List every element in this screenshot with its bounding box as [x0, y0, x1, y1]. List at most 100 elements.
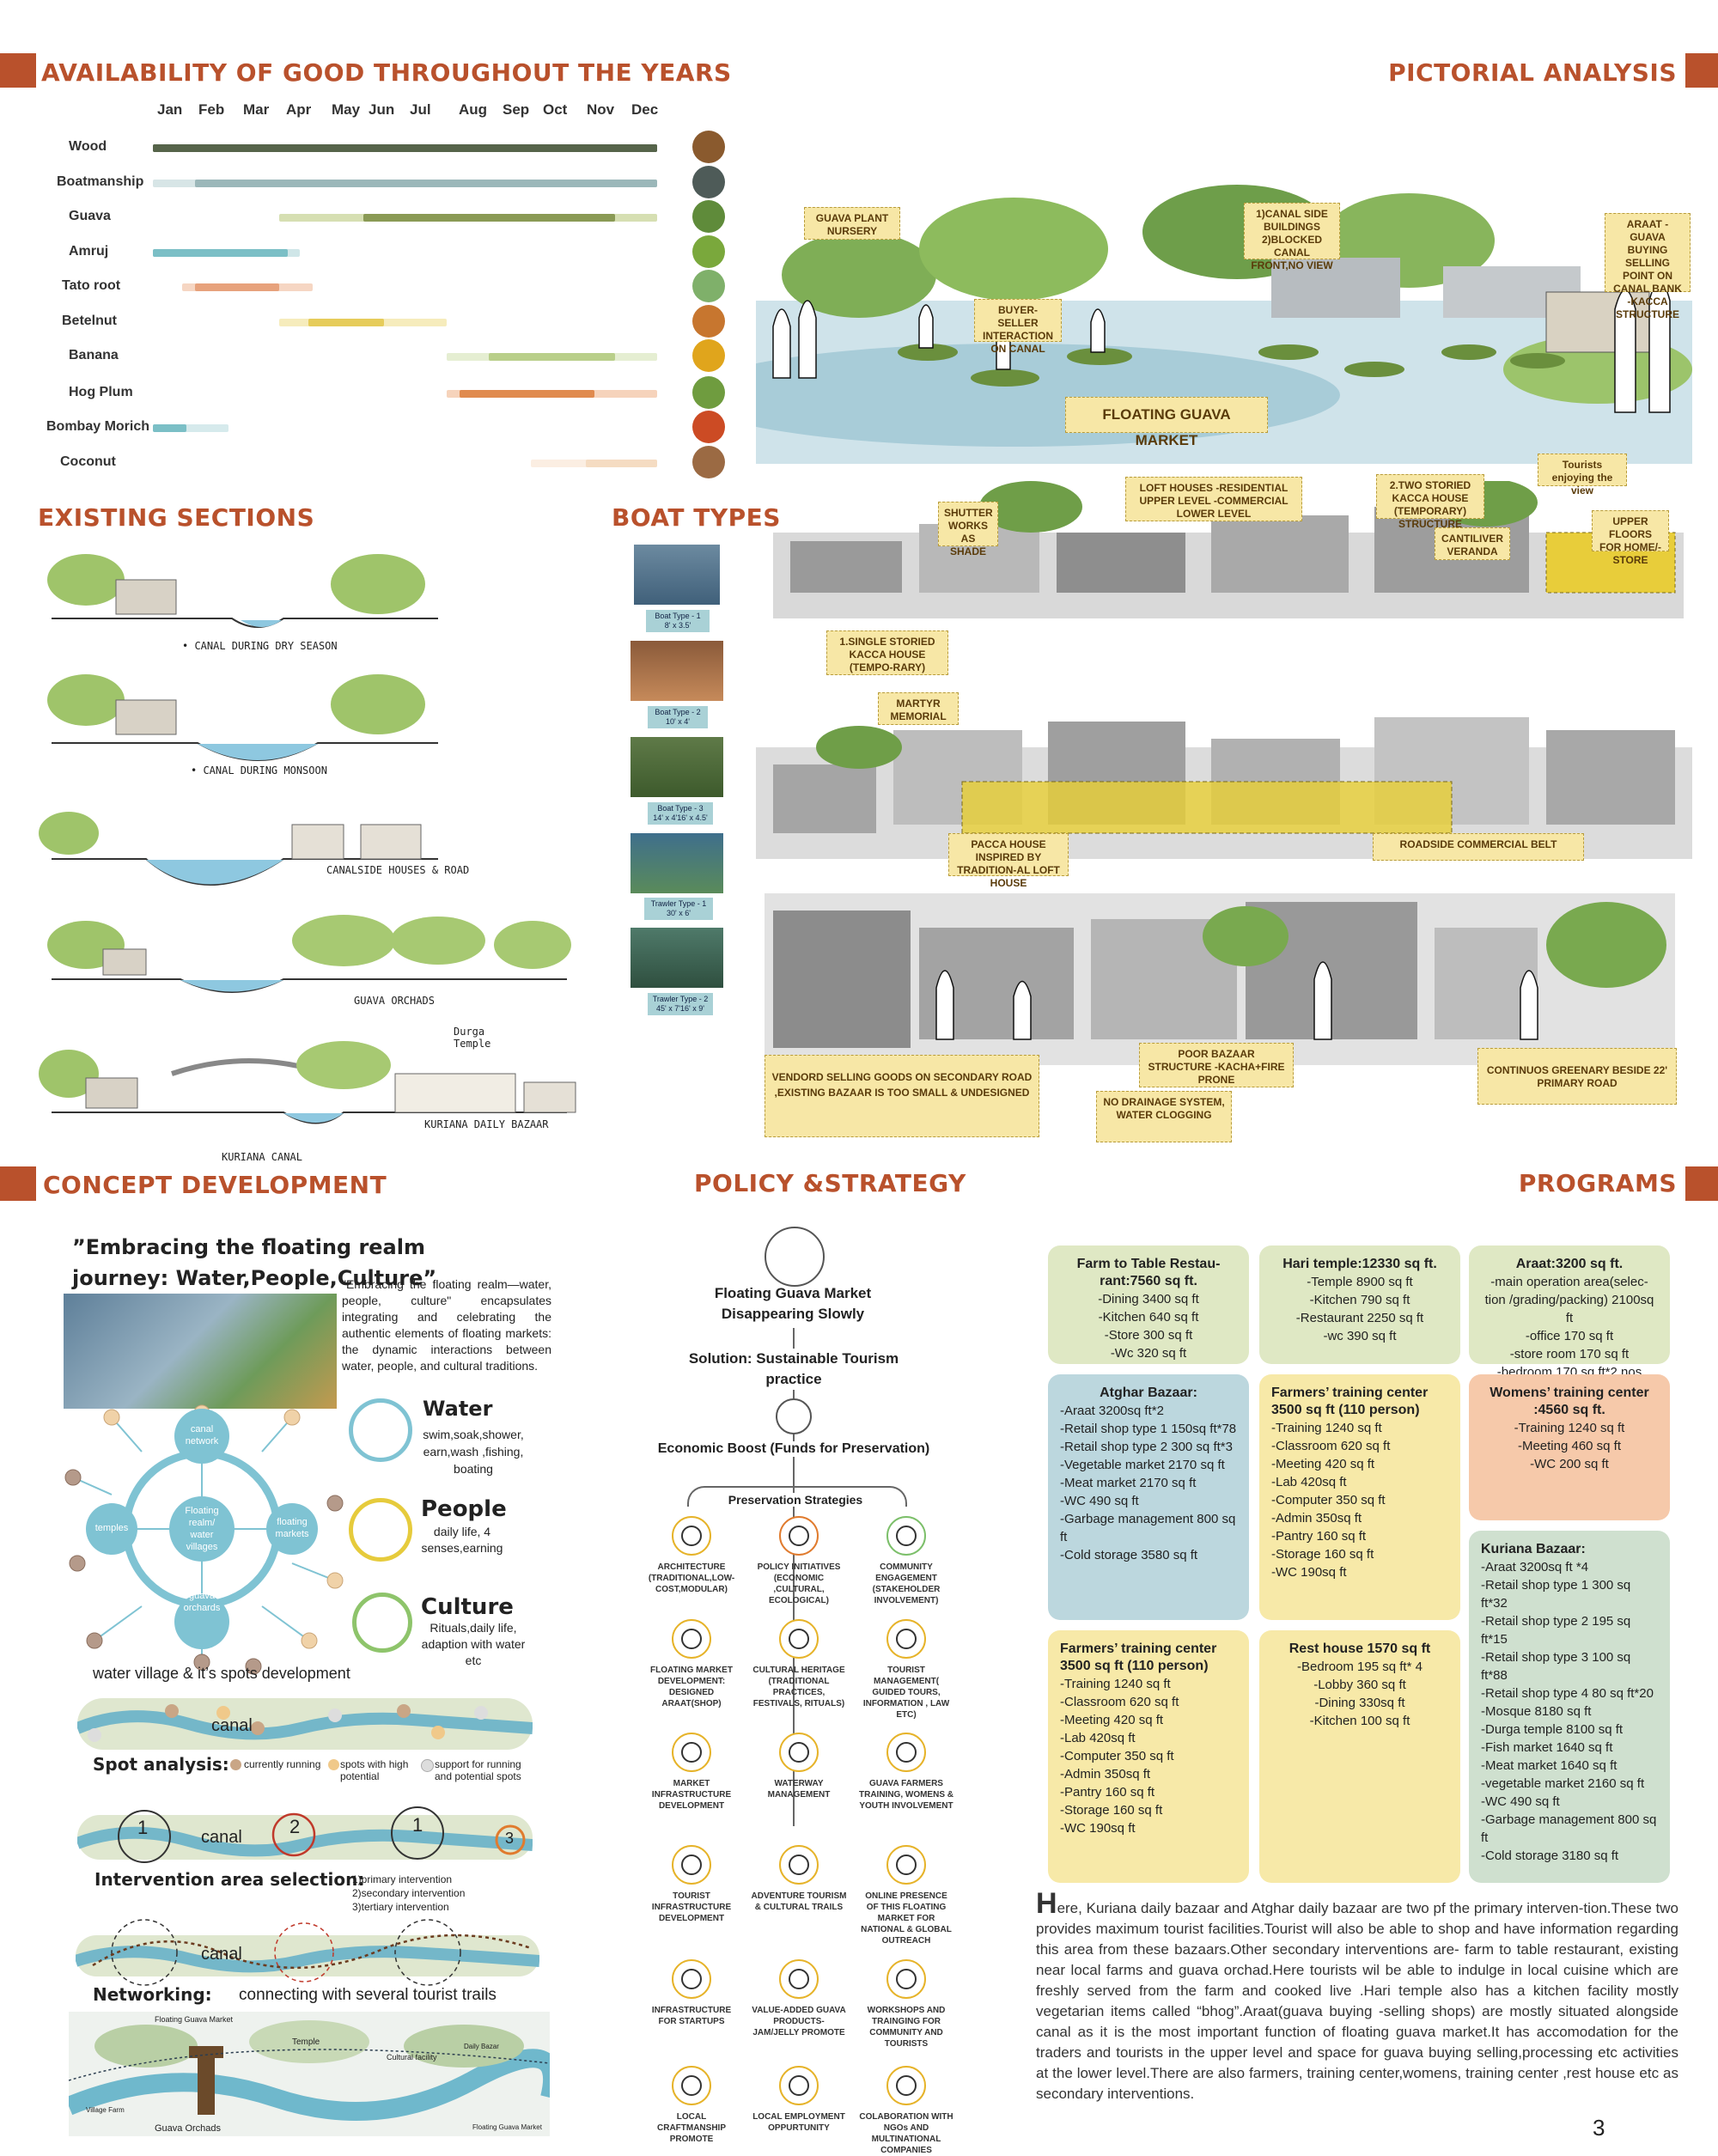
program-card: Farmers’ training center 3500 sq ft (110…: [1048, 1630, 1249, 1883]
section-label-durga: Durga Temple: [454, 1026, 491, 1050]
map-label-floating-market-2: Floating Guava Market: [472, 2123, 542, 2131]
legend-dot-high: [328, 1759, 339, 1770]
strategy-icon: [779, 1733, 819, 1772]
hub-left-label: temples: [94, 1523, 129, 1533]
intervention-num-1b: 1: [412, 1814, 423, 1836]
program-card-line: -Admin 350sq ft: [1271, 1511, 1362, 1526]
program-card-title: Farmers’ training center 3500 sq ft (110…: [1271, 1386, 1429, 1417]
availability-peak: [585, 459, 657, 467]
policy-header: POLICY &STRATEGY: [694, 1169, 966, 1197]
program-card-line: -Cold storage 3180 sq ft: [1481, 1848, 1619, 1863]
month-label: Apr: [286, 101, 312, 118]
program-card-line: -Training 1240 sq ft: [1514, 1421, 1625, 1435]
map-label-cultural: Cultural facility: [387, 2053, 437, 2062]
map-label-orchads: Guava Orchads: [155, 2123, 222, 2134]
note-floating-guava-market: FLOATING GUAVA MARKET: [1065, 397, 1268, 448]
strategy-icon: [886, 2066, 926, 2105]
program-card-title: Farm to Table Restau-rant:7560 sq ft.: [1076, 1257, 1221, 1288]
policy-strategies: Preservation Strategies: [692, 1493, 899, 1507]
program-card-line: -main operation area(selec-tion /grading…: [1484, 1275, 1654, 1325]
section-label-monsoon: • CANAL DURING MONSOON: [191, 764, 327, 777]
program-card-title: Rest house 1570 sq ft: [1288, 1641, 1431, 1656]
intervention-num-2: 2: [289, 1816, 301, 1837]
strategy-label: WATERWAY MANAGEMENT: [767, 1779, 831, 1800]
paragraph-body: ere, Kuriana daily bazaar and Atghar dai…: [1036, 1900, 1678, 2102]
program-card: Farmers’ training center 3500 sq ft (110…: [1259, 1374, 1460, 1620]
street-sketch-3: [765, 893, 1675, 1065]
section-label-orchads: GUAVA ORCHADS: [354, 995, 435, 1007]
crop-icon: [692, 304, 725, 338]
crop-label: Betelnut: [62, 313, 117, 328]
program-card-line: -Classroom 620 sq ft: [1271, 1439, 1391, 1453]
program-card-line: -Computer 350 sq ft: [1060, 1749, 1174, 1763]
program-card-line: -Fish market 1640 sq ft: [1481, 1740, 1613, 1755]
month-label: May: [332, 101, 361, 118]
strategy-label: FLOATING MARKET DEVELOPMENT: DESIGNED AR…: [650, 1666, 733, 1708]
note-two-storied: 2.TWO STORIED KACCA HOUSE (TEMPORARY) ST…: [1376, 474, 1484, 530]
spot-legend-high: spots with high potential: [340, 1758, 409, 1782]
strategy-icon: [886, 1516, 926, 1556]
map-label-temple: Temple: [292, 2037, 320, 2047]
accent-block: [0, 53, 36, 88]
program-card-title: Kuriana Bazaar:: [1481, 1542, 1586, 1556]
note-no-drainage: NO DRAINAGE SYSTEM, WATER CLOGGING: [1096, 1091, 1232, 1142]
strategy-label: ARCHITECTURE (TRADITIONAL,LOW-COST,MODUL…: [648, 1562, 735, 1594]
program-card-line: -store room 170 sq ft: [1509, 1347, 1630, 1361]
floating-market-sketch: [756, 185, 1692, 464]
program-card-line: -Dining 3400 sq ft: [1098, 1292, 1199, 1306]
availability-peak: [460, 389, 594, 398]
concept-header: CONCEPT DEVELOPMENT: [43, 1171, 387, 1199]
crop-icon: [692, 200, 725, 233]
note-cantilever: CANTILIVER VERANDA: [1435, 527, 1510, 560]
map-label-floating-market: Floating Guava Market: [155, 2015, 234, 2024]
concept-hub-diagram: [64, 1404, 344, 1675]
strategy-icon: [886, 1959, 926, 1999]
crop-label: Hog Plum: [69, 384, 133, 399]
map-label-village-farm: Village Farm: [86, 2106, 125, 2114]
program-card-line: -WC 190sq ft: [1060, 1821, 1136, 1836]
crop-icon: [692, 165, 725, 198]
program-card-line: -Temple 8900 sq ft: [1307, 1275, 1413, 1289]
program-card-line: -Lab 420sq ft: [1271, 1475, 1347, 1489]
program-card-line: -Retail shop type 2 195 sq ft*15: [1481, 1614, 1631, 1647]
program-card-line: -Wc 320 sq ft: [1110, 1346, 1187, 1361]
program-card-line: -Classroom 620 sq ft: [1060, 1695, 1179, 1709]
crop-label: Guava: [69, 209, 111, 223]
month-label: Mar: [243, 101, 270, 118]
intervention-num-3: 3: [505, 1830, 515, 1847]
section-label-canal: KURIANA CANAL: [222, 1151, 302, 1163]
crop-label: Bombay Morich: [46, 419, 150, 434]
month-label: Dec: [631, 101, 659, 118]
people-title: People: [421, 1496, 507, 1522]
availability-peak: [489, 353, 616, 361]
crop-icon: [692, 445, 725, 478]
strategy-icon: [672, 2066, 711, 2105]
sections-drawings: [39, 554, 576, 1124]
spot-legend-running: currently running: [244, 1758, 321, 1770]
month-label: Jun: [369, 101, 395, 118]
section-label-bazaar: KURIANA DAILY BAZAAR: [424, 1118, 549, 1130]
program-card-line: -Meeting 420 sq ft: [1271, 1457, 1375, 1471]
crop-icon: [692, 270, 725, 302]
problem-icon: [765, 1227, 825, 1287]
canal-label-3: canal: [201, 1945, 242, 1964]
networking-title: Networking:: [93, 1984, 212, 2005]
strategy-label: CULTURAL HERITAGE (TRADITIONAL PRACTICES…: [752, 1666, 845, 1708]
crop-label: Banana: [69, 348, 119, 362]
program-card-line: -vegetable market 2160 sq ft: [1481, 1776, 1645, 1791]
month-label: Jul: [410, 101, 431, 118]
availability-peak: [308, 318, 385, 326]
strategy-icon: [672, 1959, 711, 1999]
program-card-line: -Meat market 2170 sq ft: [1060, 1476, 1197, 1490]
crop-label: Wood: [69, 139, 107, 154]
strategy-icon: [779, 1516, 819, 1556]
networking-map: [69, 2012, 550, 2136]
strategy-label: LOCAL EMPLOYMENT OPPURTUNITY: [752, 2112, 845, 2133]
program-card-line: -WC 190sq ft: [1271, 1565, 1347, 1580]
strategy-label: TOURIST INFRASTRUCTURE DEVELOPMENT: [651, 1891, 732, 1923]
intervention-list: 1)primary intervention 2)secondary inter…: [352, 1873, 466, 1913]
program-card: Hari temple:12330 sq ft.-Temple 8900 sq …: [1259, 1245, 1460, 1364]
program-card-line: -Lobby 360 sq ft: [1313, 1678, 1406, 1692]
program-card-line: -Storage 160 sq ft: [1271, 1547, 1374, 1562]
